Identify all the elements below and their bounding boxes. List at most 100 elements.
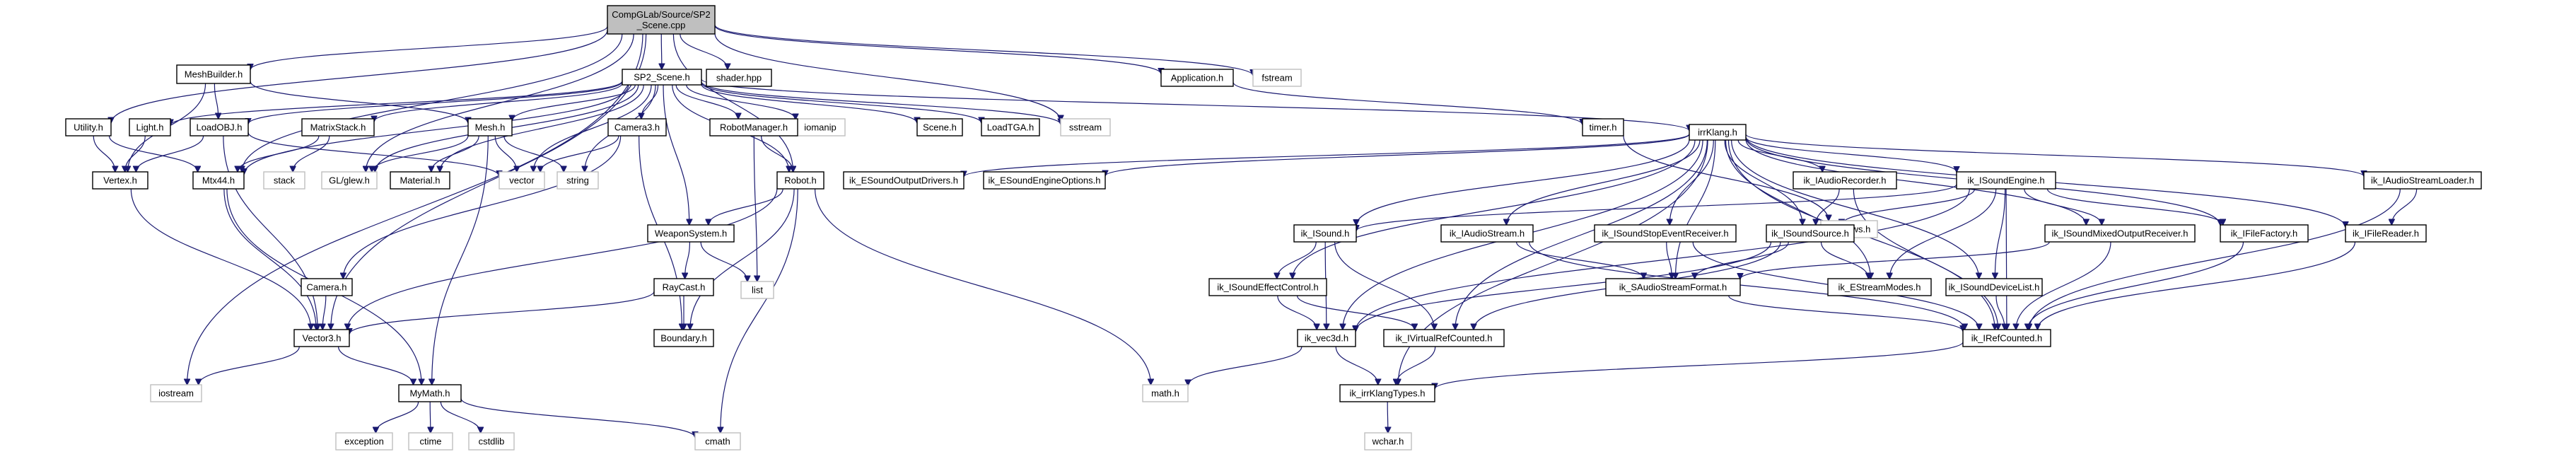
- edge-irrklang-to-isoundmixedoutputreceiver: [1745, 139, 2086, 225]
- edge-root-to-glglew: [366, 33, 634, 172]
- node-label: MatrixStack.h: [310, 122, 366, 133]
- node-box: [2363, 171, 2482, 190]
- edge-ifilereader-to-irefcounted: [2037, 241, 2356, 330]
- edge-loadobj-to-vertex: [136, 135, 204, 172]
- node-box: [92, 171, 148, 190]
- edge-isoundsource-to-estreammodes: [1820, 241, 1868, 279]
- node-box: [65, 118, 112, 136]
- node-isoundengine[interactable]: ik_ISoundEngine.h: [1956, 171, 2056, 190]
- node-label: Scene.h: [923, 122, 957, 133]
- node-utility[interactable]: Utility.h: [65, 118, 112, 136]
- node-boundary[interactable]: Boundary.h: [653, 329, 714, 347]
- node-irefcounted[interactable]: ik_IRefCounted.h: [1962, 329, 2051, 347]
- node-box: [607, 5, 716, 35]
- node-robot[interactable]: Robot.h: [776, 171, 824, 190]
- node-label: WeaponSystem.h: [655, 228, 727, 239]
- node-iaudiostream[interactable]: ik_IAudioStream.h: [1440, 224, 1534, 243]
- node-label: ik_ISoundMixedOutputReceiver.h: [2052, 228, 2189, 239]
- node-ivirtualrefcounted[interactable]: ik_IVirtualRefCounted.h: [1383, 329, 1505, 347]
- node-sceneh[interactable]: Scene.h: [916, 118, 963, 136]
- edge-sp2scene-to-matrixstack: [374, 83, 623, 122]
- node-layer: CompGLab/Source/SP2_Scene.cppMeshBuilder…: [65, 5, 2482, 451]
- edge-mtx44-to-vector3: [223, 188, 316, 330]
- node-timer[interactable]: timer.h: [1582, 118, 1624, 136]
- node-label: string: [566, 175, 589, 186]
- edge-root-to-meshbuilder: [250, 25, 608, 69]
- node-isound[interactable]: ik_ISound.h: [1293, 224, 1357, 243]
- edge-sp2scene-to-iomanip: [686, 84, 795, 120]
- node-vertex[interactable]: Vertex.h: [92, 171, 148, 190]
- node-label: Robot.h: [784, 175, 817, 186]
- node-label: timer.h: [1589, 122, 1616, 133]
- node-box: [468, 432, 515, 451]
- node-box: [1582, 118, 1624, 136]
- node-robotmanager[interactable]: RobotManager.h: [709, 118, 798, 136]
- node-raycast[interactable]: RayCast.h: [653, 278, 714, 296]
- edge-sp2scene-to-mesh: [512, 84, 636, 121]
- node-sp2scene[interactable]: SP2_Scene.h: [622, 69, 702, 86]
- edge-matrixstack-to-mtx44: [238, 135, 320, 172]
- node-stack: stack: [263, 171, 305, 190]
- node-iaudiostreamloader[interactable]: ik_IAudioStreamLoader.h: [2363, 171, 2482, 190]
- node-meshbuilder[interactable]: MeshBuilder.h: [176, 64, 251, 84]
- node-saudiostreamformat[interactable]: ik_SAudioStreamFormat.h: [1605, 278, 1741, 296]
- node-loadtga[interactable]: LoadTGA.h: [981, 118, 1040, 136]
- node-irrklang[interactable]: irrKlang.h: [1689, 124, 1747, 141]
- node-cstdlib: cstdlib: [468, 432, 515, 451]
- node-iaudiorecorder[interactable]: ik_IAudioRecorder.h: [1793, 171, 1897, 190]
- node-mymath[interactable]: MyMath.h: [398, 384, 462, 402]
- node-estreammodes[interactable]: ik_EStreamModes.h: [1827, 278, 1932, 296]
- node-esoundoutputdrivers[interactable]: ik_ESoundOutputDrivers.h: [843, 171, 964, 190]
- edge-sp2scene-to-weaponsystem: [663, 84, 689, 225]
- node-shader[interactable]: shader.hpp: [706, 69, 772, 87]
- node-box: [1142, 384, 1189, 402]
- node-material[interactable]: Material.h: [390, 171, 450, 190]
- edge-irrklang-to-saudiostreamformat: [1675, 139, 1716, 279]
- node-label: Camera3.h: [614, 122, 660, 133]
- node-box: [2345, 224, 2427, 243]
- node-camera3[interactable]: Camera3.h: [607, 118, 667, 136]
- node-label: ik_IAudioStream.h: [1450, 228, 1525, 239]
- edge-isoundengine-to-isound: [1356, 183, 1957, 231]
- edge-vec3d-to-mathh: [1188, 346, 1302, 385]
- node-mesh[interactable]: Mesh.h: [467, 118, 513, 136]
- edge-mesh-to-material: [431, 135, 479, 172]
- node-box: [499, 171, 545, 190]
- node-ifilereader[interactable]: ik_IFileReader.h: [2345, 224, 2427, 243]
- node-list: list: [740, 281, 774, 299]
- node-box: [1827, 278, 1932, 296]
- node-isoundsource[interactable]: ik_ISoundSource.h: [1766, 224, 1855, 243]
- node-vec3d[interactable]: ik_vec3d.h: [1297, 329, 1356, 347]
- node-weaponsystem[interactable]: WeaponSystem.h: [647, 224, 735, 243]
- node-fstream: fstream: [1252, 69, 1302, 87]
- node-loadobj[interactable]: LoadOBJ.h: [190, 118, 249, 136]
- node-label: exception: [344, 436, 384, 447]
- node-camera[interactable]: Camera.h: [301, 278, 353, 296]
- node-isoundstopeventreceiver[interactable]: ik_ISoundStopEventReceiver.h: [1594, 224, 1737, 243]
- node-isounddevicelist[interactable]: ik_ISoundDeviceList.h: [1945, 278, 2043, 296]
- node-label: LoadTGA.h: [987, 122, 1035, 133]
- node-vector3[interactable]: Vector3.h: [293, 329, 350, 347]
- node-irrklangtypes[interactable]: ik_irrKlangTypes.h: [1339, 384, 1435, 402]
- edge-root-to-application: [714, 25, 1161, 74]
- node-root[interactable]: CompGLab/Source/SP2_Scene.cpp: [607, 5, 716, 35]
- node-light[interactable]: Light.h: [129, 118, 171, 136]
- node-label: GL/glew.h: [329, 175, 370, 186]
- node-matrixstack[interactable]: MatrixStack.h: [301, 118, 375, 136]
- node-isoundmixedoutputreceiver[interactable]: ik_ISoundMixedOutputReceiver.h: [2044, 224, 2196, 243]
- node-esoundengineoptions[interactable]: ik_ESoundEngineOptions.h: [983, 171, 1106, 190]
- edge-isoundeffectcontrol-to-ivirtualrefcounted: [1296, 295, 1415, 330]
- edge-isoundengine-to-isoundsource: [1841, 188, 1976, 225]
- node-application[interactable]: Application.h: [1160, 69, 1234, 87]
- node-ifilefactory[interactable]: ik_IFileFactory.h: [2220, 224, 2309, 243]
- edge-irrklang-to-esoundoutputdrivers: [964, 133, 1690, 177]
- node-vector: vector: [499, 171, 545, 190]
- edge-robot-to-cmath: [721, 188, 798, 433]
- node-box: [1945, 278, 2043, 296]
- node-label: ik_ISoundStopEventReceiver.h: [1602, 228, 1728, 239]
- node-isoundeffectcontrol[interactable]: ik_ISoundEffectControl.h: [1208, 278, 1327, 296]
- node-mtx44[interactable]: Mtx44.h: [192, 171, 245, 190]
- node-box: [1956, 171, 2056, 190]
- node-box: [776, 171, 824, 190]
